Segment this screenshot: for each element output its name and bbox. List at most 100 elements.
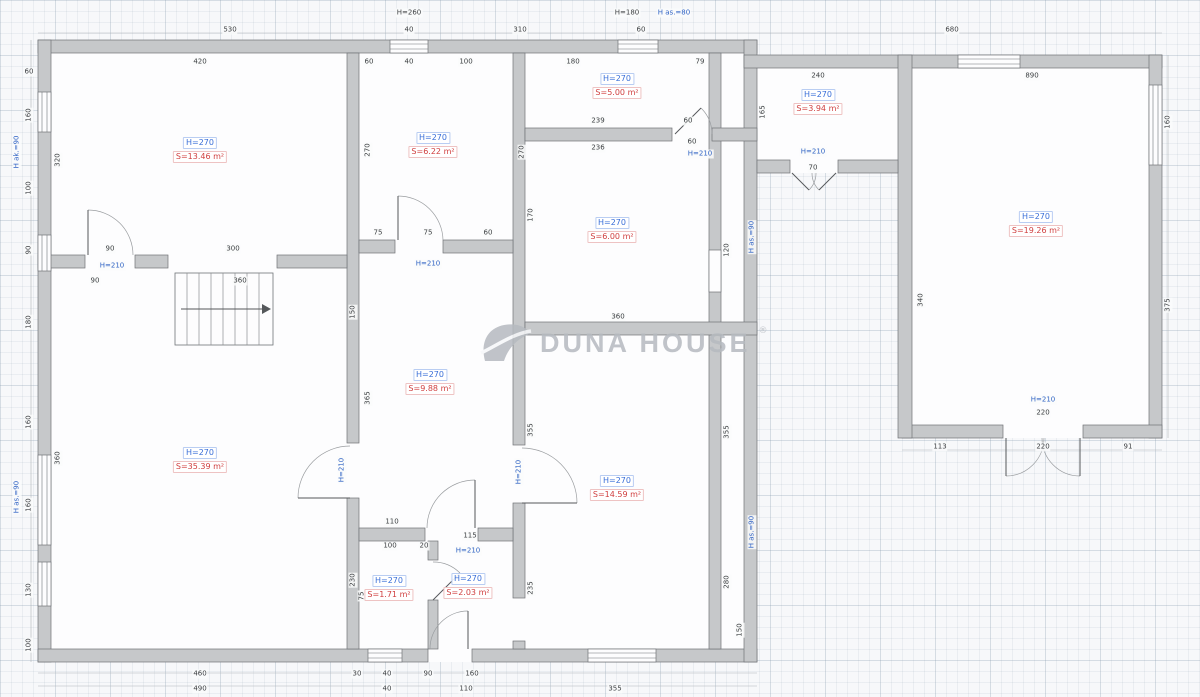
room-height-label: H=270 — [371, 575, 406, 587]
dimension-label: 70 — [807, 163, 819, 173]
dimension-label: 340 — [916, 292, 926, 308]
dimension-label: 355 — [526, 422, 536, 438]
room-area-label: S=9.88 m² — [405, 383, 455, 395]
dimension-label: 40 — [381, 684, 393, 694]
dimension-label: H=260 — [395, 8, 423, 18]
dimension-label: H=210 — [686, 149, 714, 159]
room-label-small-right: H=270 S=2.03 m² — [443, 573, 493, 599]
dimension-label: 160 — [1163, 114, 1173, 130]
dimension-label: 890 — [1024, 71, 1040, 81]
room-area-label: S=35.39 m² — [172, 461, 228, 473]
room-label-bottom-center: H=270 S=14.59 m² — [589, 475, 645, 501]
dimension-label: 110 — [458, 684, 474, 694]
dimension-label: 75 — [372, 228, 384, 238]
dimension-label: H as.=90 — [747, 219, 757, 255]
dimension-label: 75 — [422, 228, 434, 238]
room-height-label: H=270 — [800, 89, 835, 101]
room-area-label: S=6.22 m² — [408, 146, 458, 158]
dimension-label: 235 — [526, 580, 536, 596]
room-area-label: S=19.26 m² — [1008, 225, 1064, 237]
dimension-label: 460 — [192, 669, 208, 679]
dimension-label: 280 — [722, 574, 732, 590]
dimension-label: 160 — [24, 414, 34, 430]
dimension-label: H=210 — [98, 261, 126, 271]
room-height-label: H=270 — [450, 573, 485, 585]
room-label-bottom-left: H=270 S=35.39 m² — [172, 447, 228, 473]
dimension-label: 355 — [607, 684, 623, 694]
dimension-label: 220 — [1035, 442, 1051, 452]
dimension-label: 220 — [1035, 408, 1051, 418]
room-label-wing-large: H=270 S=19.26 m² — [1008, 211, 1064, 237]
dimension-label: 160 — [24, 497, 34, 513]
dimension-label: H as.=90 — [747, 514, 757, 550]
dimension-label: 60 — [686, 137, 698, 147]
dimension-label: 375 — [1163, 297, 1173, 313]
dimension-label: 60 — [482, 228, 494, 238]
dimension-label: H=210 — [414, 259, 442, 269]
room-label-hall: H=270 S=5.00 m² — [592, 73, 642, 99]
dimension-label: H=210 — [337, 456, 347, 484]
room-label-top-left: H=270 S=13.46 m² — [172, 137, 228, 163]
room-height-label: H=270 — [182, 447, 217, 459]
dimension-label: 90 — [422, 669, 434, 679]
dimension-label: 150 — [348, 304, 358, 320]
dimension-label: 320 — [53, 152, 63, 168]
stair-direction-arrow-icon — [181, 304, 271, 314]
dimension-label: 360 — [53, 450, 63, 466]
dimension-label: 60 — [635, 25, 647, 35]
dimension-label: 100 — [24, 637, 34, 653]
dimension-label: 20 — [418, 541, 430, 551]
room-height-label: H=270 — [415, 132, 450, 144]
dimension-label: 40 — [403, 25, 415, 35]
dimension-label: 150 — [735, 622, 745, 638]
dimension-label: 165 — [758, 104, 768, 120]
dimension-label: 110 — [384, 517, 400, 527]
dimension-label: 40 — [403, 57, 415, 67]
room-area-label: S=1.71 m² — [364, 589, 414, 601]
room-area-label: S=2.03 m² — [443, 587, 493, 599]
dimension-label: 680 — [944, 25, 960, 35]
room-height-label: H=270 — [182, 137, 217, 149]
room-label-wing-small: H=270 S=3.94 m² — [793, 89, 843, 115]
dimension-label: 120 — [722, 242, 732, 258]
dimension-label: 79 — [694, 57, 706, 67]
dimension-label: 360 — [232, 276, 248, 286]
room-area-label: S=13.46 m² — [172, 151, 228, 163]
room-label-mid-center: H=270 S=9.88 m² — [405, 369, 455, 395]
room-area-label: S=14.59 m² — [589, 489, 645, 501]
dimension-label: H=210 — [454, 546, 482, 556]
dimension-label: 180 — [24, 314, 34, 330]
dimension-label: 270 — [517, 144, 527, 160]
dimension-label: 270 — [363, 142, 373, 158]
dimension-label: 90 — [89, 276, 101, 286]
room-height-label: H=270 — [599, 475, 634, 487]
dimension-label: H=180 — [613, 8, 641, 18]
room-area-label: S=5.00 m² — [592, 87, 642, 99]
staircase — [174, 272, 274, 346]
dimension-label: H=210 — [1029, 395, 1057, 405]
dimension-label: 490 — [192, 684, 208, 694]
dimension-label: 130 — [24, 582, 34, 598]
dimension-label: 160 — [24, 107, 34, 123]
dimension-label: H ak.=90 — [12, 134, 22, 170]
room-height-label: H=270 — [594, 217, 629, 229]
dimension-label: 300 — [225, 244, 241, 254]
dimension-label: 420 — [192, 57, 208, 67]
dimension-label: H=210 — [514, 458, 524, 486]
room-height-label: H=270 — [412, 369, 447, 381]
dimension-label: 240 — [810, 71, 826, 81]
dimension-label: 170 — [526, 207, 536, 223]
room-label-small-left: H=270 S=1.71 m² — [364, 575, 414, 601]
dimension-label: 160 — [464, 669, 480, 679]
room-height-label: H=270 — [1018, 211, 1053, 223]
dimension-label: 113 — [932, 442, 948, 452]
dimension-label: H as.=80 — [656, 8, 692, 18]
dimension-label: 360 — [610, 312, 626, 322]
room-label-mid-top: H=270 S=6.22 m² — [408, 132, 458, 158]
room-area-label: S=3.94 m² — [793, 103, 843, 115]
dimension-label: 60 — [23, 67, 35, 77]
dimension-label: 90 — [24, 244, 34, 256]
dimension-label: H as.=90 — [12, 479, 22, 515]
